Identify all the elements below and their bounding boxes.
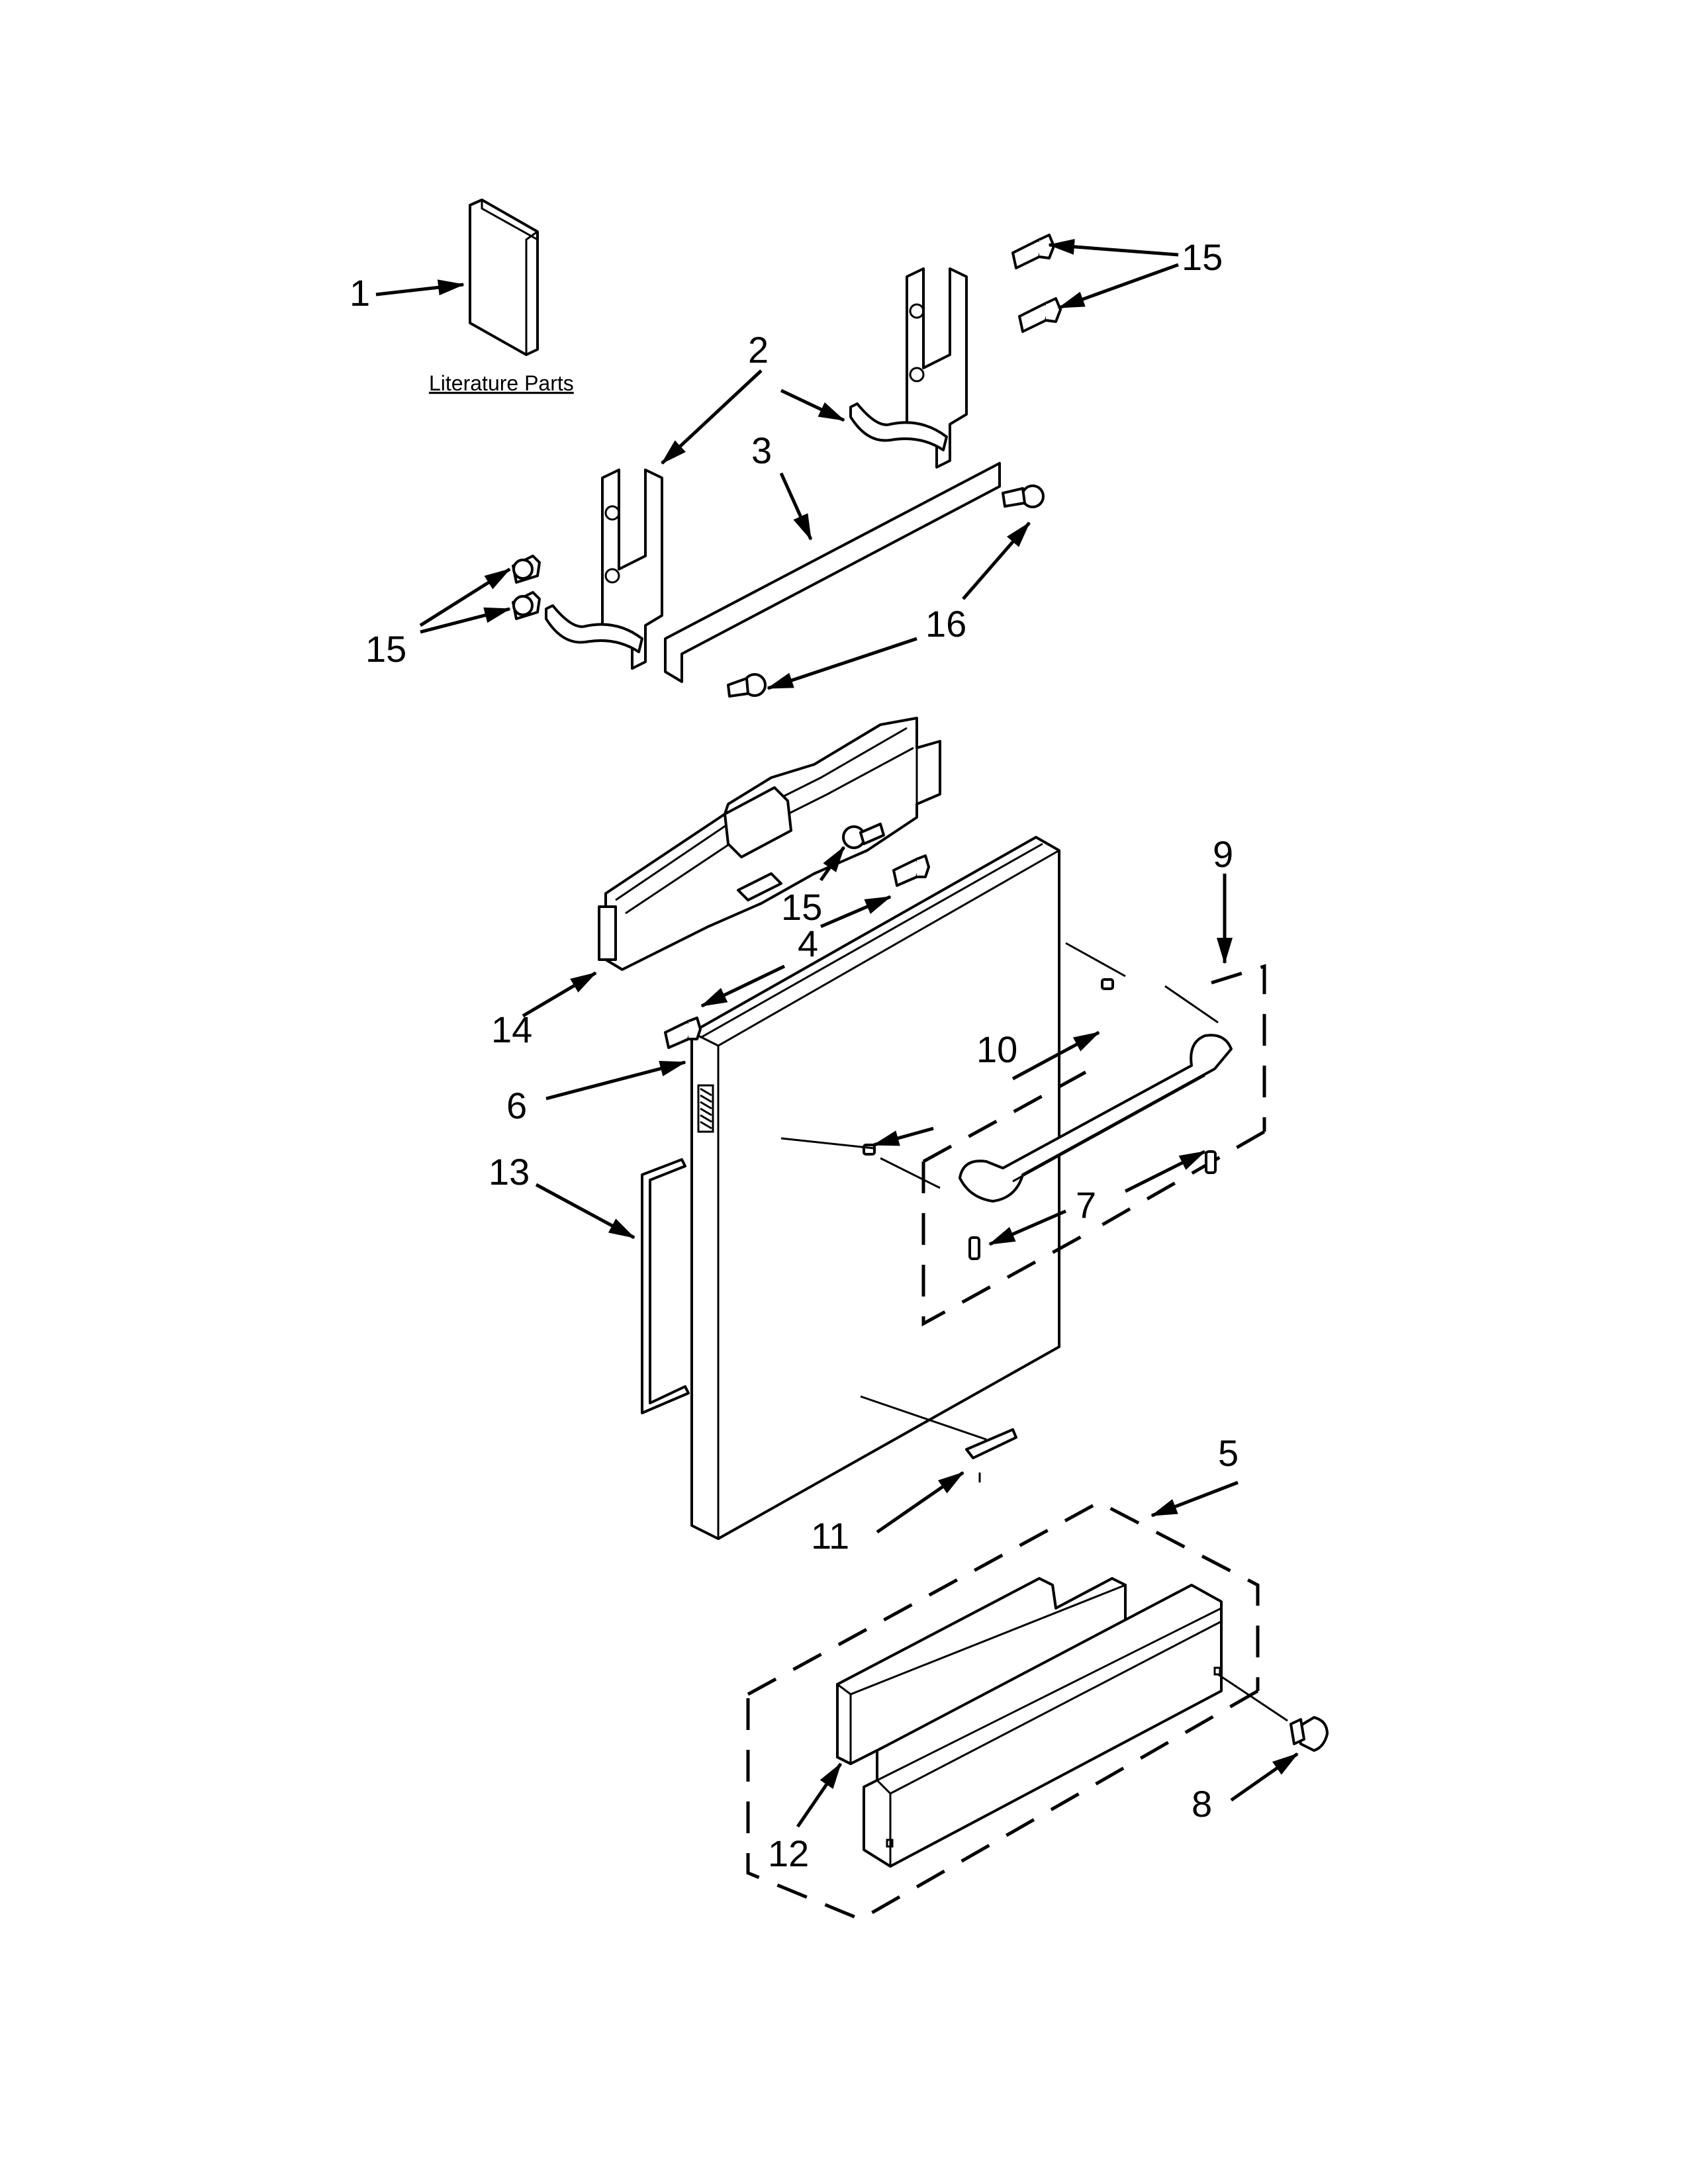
door-gasket — [641, 1158, 690, 1414]
literature-booklet — [469, 199, 539, 356]
screw-15-upper-right-b — [1018, 297, 1062, 333]
toe-panel-kit-box — [746, 1500, 1260, 1921]
callout-15-control: 15 — [781, 886, 822, 928]
left-mounting-bracket — [545, 469, 663, 670]
outer-door-panel — [690, 836, 1060, 1540]
callout-11: 11 — [811, 1515, 849, 1557]
callout-15-left: 15 — [365, 628, 406, 670]
callout-5: 5 — [1218, 1432, 1239, 1474]
callout-1: 1 — [350, 272, 370, 314]
callout-9: 9 — [1213, 833, 1233, 875]
door-top-rail — [664, 462, 1001, 683]
screw-4-right — [892, 854, 930, 887]
leader-lines — [375, 238, 1299, 1828]
alignment-lines — [780, 942, 1288, 1722]
screw-16-lower — [727, 673, 767, 698]
callout-13: 13 — [489, 1151, 530, 1193]
screw-15-left-a — [512, 555, 541, 584]
callout-labels: 1 2 3 15 15 16 15 4 14 6 13 9 10 7 11 5 … — [350, 236, 1239, 1874]
door-vent-slots — [697, 1084, 714, 1133]
literature-parts-label: Literature Parts — [429, 371, 574, 395]
screw-15-left-b — [512, 591, 541, 620]
screw-16-right — [1002, 484, 1045, 508]
right-mounting-bracket — [849, 267, 968, 469]
callout-6: 6 — [506, 1085, 527, 1126]
callout-14: 14 — [491, 1009, 532, 1050]
callout-4: 4 — [798, 923, 818, 964]
door-handle — [959, 1034, 1233, 1203]
callout-15-upper: 15 — [1182, 236, 1223, 278]
callout-2: 2 — [748, 329, 769, 371]
callout-7: 7 — [1076, 1184, 1096, 1226]
callout-12: 12 — [768, 1833, 809, 1874]
screw-15-control — [842, 823, 885, 849]
screw-15-upper-right-a — [1011, 234, 1055, 269]
handle-kit-box — [921, 964, 1266, 1327]
callout-8: 8 — [1192, 1783, 1212, 1825]
callout-16: 16 — [925, 603, 966, 645]
screw-4-left — [664, 1017, 702, 1049]
toe-panel-foam — [836, 1576, 1127, 1766]
screw-8 — [1289, 1716, 1329, 1752]
door-clip — [965, 1428, 1017, 1459]
toe-panel — [863, 1584, 1223, 1868]
control-panel-assembly — [598, 717, 941, 971]
callout-10: 10 — [976, 1028, 1017, 1070]
callout-3: 3 — [751, 430, 772, 471]
